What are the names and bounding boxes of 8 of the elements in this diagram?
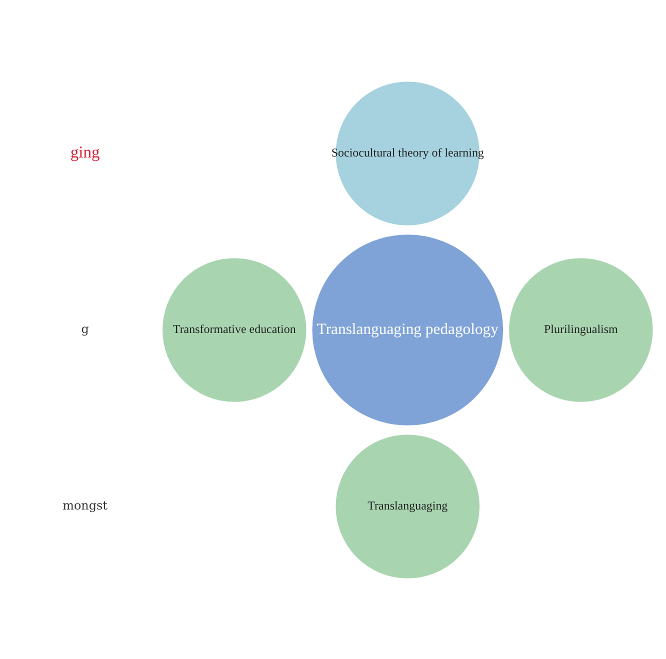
label: ging bbox=[70, 142, 100, 162]
node-circle: Transformative education bbox=[160, 256, 308, 404]
node-circle: Sociocultural theory of learning bbox=[334, 79, 482, 227]
label: g bbox=[81, 322, 89, 336]
node-circle: Translanguaging bbox=[334, 432, 482, 580]
label: mongst bbox=[62, 498, 108, 512]
node-circle: Plurilingualism bbox=[507, 256, 655, 404]
node-circle: Translanguaging pedagology bbox=[310, 232, 505, 427]
